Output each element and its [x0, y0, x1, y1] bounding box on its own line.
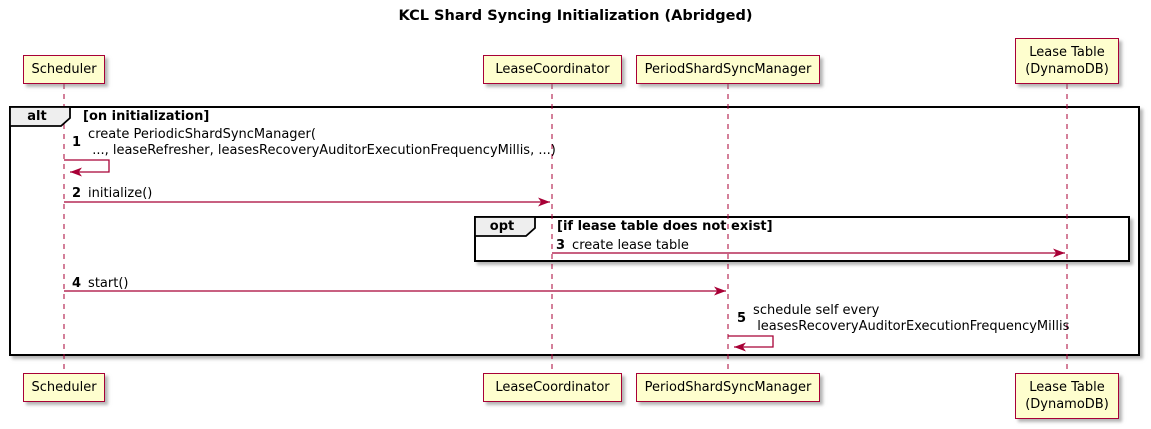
participant-lease-coordinator-bottom: LeaseCoordinator	[483, 373, 622, 402]
opt-operator-label: opt	[489, 219, 515, 234]
participant-period-shard-sync-manager-top: PeriodShardSyncManager	[636, 55, 820, 84]
message-3-text: create lease table	[572, 238, 689, 253]
message-3-label: 3 create lease table	[556, 238, 689, 254]
message-2-number: 2	[72, 186, 82, 201]
diagram-title: KCL Shard Syncing Initialization (Abridg…	[398, 8, 753, 24]
message-5-text: schedule self every leasesRecoveryAudito…	[753, 303, 1070, 334]
participant-lease-table-top: Lease Table (DynamoDB)	[1015, 38, 1119, 84]
participant-lease-coordinator-top: LeaseCoordinator	[483, 55, 622, 84]
opt-fragment-frame	[474, 216, 1130, 262]
message-4-number: 4	[72, 276, 82, 291]
message-1-text: create PeriodicShardSyncManager( ..., le…	[88, 127, 556, 158]
opt-guard-label: [if lease table does not exist]	[557, 219, 773, 234]
message-3-number: 3	[556, 238, 566, 253]
alt-guard-label: [on initialization]	[83, 109, 210, 124]
participant-lease-table-bottom: Lease Table (DynamoDB)	[1015, 373, 1119, 419]
participant-period-shard-sync-manager-bottom: PeriodShardSyncManager	[636, 373, 820, 402]
message-2-label: 2 initialize()	[72, 186, 152, 202]
message-5-label: 5 schedule self every leasesRecoveryAudi…	[737, 303, 1069, 335]
alt-fragment-frame	[9, 106, 1140, 356]
message-1-label: 1 create PeriodicShardSyncManager( ..., …	[72, 127, 556, 159]
participant-scheduler-bottom: Scheduler	[23, 373, 105, 402]
message-4-label: 4 start()	[72, 276, 128, 292]
alt-operator-label: alt	[27, 109, 47, 124]
message-1-number: 1	[72, 135, 82, 150]
participant-scheduler-top: Scheduler	[23, 55, 105, 84]
message-4-text: start()	[88, 276, 129, 291]
message-2-text: initialize()	[88, 186, 153, 201]
message-5-number: 5	[737, 311, 747, 326]
